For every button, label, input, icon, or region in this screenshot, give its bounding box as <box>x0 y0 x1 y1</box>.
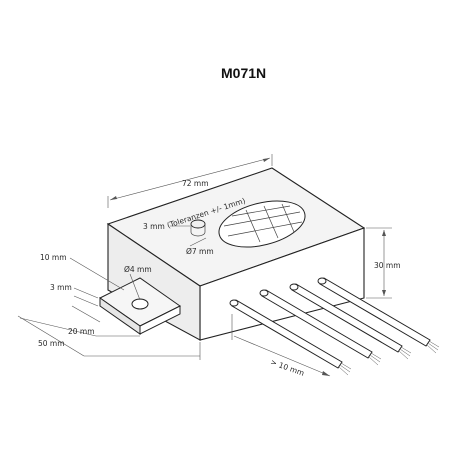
tab-width-label: 10 mm <box>40 253 67 262</box>
button-diameter-label: Ø7 mm <box>186 247 214 256</box>
button-height-dimension: 3 mm <box>143 222 190 231</box>
width-dimension: 72 mm <box>107 154 273 208</box>
wire-4 <box>317 277 440 354</box>
hole-diameter-label: Ø4 mm <box>124 265 152 274</box>
depth-label: 50 mm <box>38 339 65 348</box>
tab-width-dimension: 10 mm <box>40 253 125 291</box>
push-button <box>190 219 206 237</box>
wire-2 <box>259 289 382 366</box>
button-height-label: 3 mm <box>143 222 165 231</box>
button-diameter-dimension: Ø7 mm <box>186 237 214 256</box>
height-label: 30 mm <box>374 261 401 270</box>
depth-dimension: 50 mm <box>17 315 201 360</box>
height-dimension: 30 mm <box>366 227 401 299</box>
wire-1 <box>229 299 352 376</box>
tab-height-dimension: 3 mm <box>50 283 99 307</box>
width-label: 72 mm <box>182 179 209 188</box>
tab-height-label: 3 mm <box>50 283 72 292</box>
speaker-grille <box>218 200 306 248</box>
tab-length-label: 20 mm <box>68 327 95 336</box>
product-title: M071N <box>221 65 266 81</box>
wire-3 <box>289 283 412 360</box>
wire-length-label: > 10 mm <box>269 357 305 378</box>
tab-length-dimension: 20 mm <box>19 305 140 337</box>
hole-diameter-dimension: Ø4 mm <box>124 265 152 301</box>
mounting-tab <box>99 277 181 335</box>
